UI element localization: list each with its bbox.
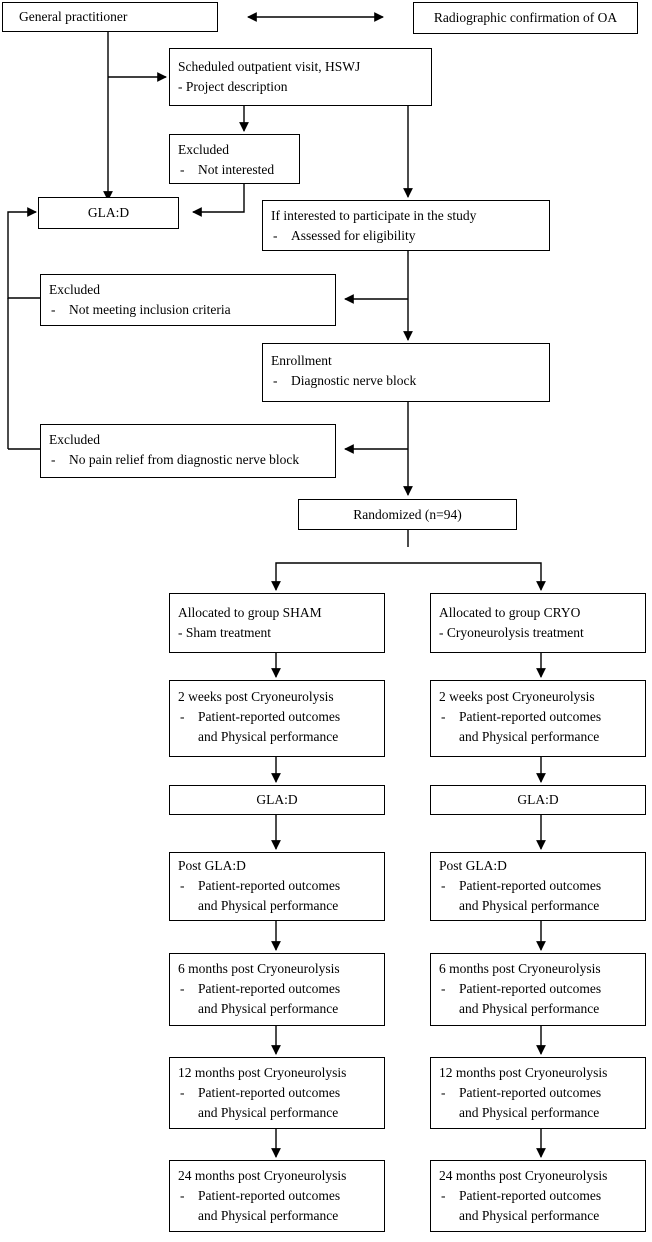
box-cryo-glad: GLA:D bbox=[430, 785, 646, 815]
scheduled-title: Scheduled outpatient visit, HSWJ bbox=[178, 59, 361, 74]
sham-24months-line1: Patient-reported outcomes bbox=[178, 1186, 376, 1206]
excluded2-title: Excluded bbox=[49, 282, 100, 297]
cryo-2weeks-line1: Patient-reported outcomes bbox=[439, 707, 637, 727]
box-sham-allocated: Allocated to group SHAM - Sham treatment bbox=[169, 593, 385, 653]
radiographic-title: Radiographic confirmation of OA bbox=[433, 10, 618, 25]
cryo-12months-line2: and Physical performance bbox=[459, 1105, 600, 1120]
box-excluded-not-interested: Excluded Not interested bbox=[169, 134, 300, 184]
box-sham-post-glad: Post GLA:D Patient-reported outcomes and… bbox=[169, 852, 385, 921]
sham-12months-title: 12 months post Cryoneurolysis bbox=[178, 1065, 347, 1080]
cryo-6months-line1: Patient-reported outcomes bbox=[439, 979, 637, 999]
arrow-feedback-glad bbox=[7, 207, 40, 299]
box-cryo-2weeks: 2 weeks post Cryoneurolysis Patient-repo… bbox=[430, 680, 646, 757]
sham-post-glad-title: Post GLA:D bbox=[178, 858, 246, 873]
arrow-excluded1-glad bbox=[192, 184, 245, 217]
enrollment-title: Enrollment bbox=[271, 353, 332, 368]
box-cryo-6months: 6 months post Cryoneurolysis Patient-rep… bbox=[430, 953, 646, 1026]
excluded3-title: Excluded bbox=[49, 432, 100, 447]
cryo-24months-line2: and Physical performance bbox=[459, 1208, 600, 1223]
scheduled-item: - Project description bbox=[178, 79, 288, 94]
cryo-post-glad-line2: and Physical performance bbox=[459, 898, 600, 913]
excluded2-item: Not meeting inclusion criteria bbox=[49, 300, 327, 320]
cryo-24months-line1: Patient-reported outcomes bbox=[439, 1186, 637, 1206]
cryo-6months-title: 6 months post Cryoneurolysis bbox=[439, 961, 601, 976]
box-sham-2weeks: 2 weeks post Cryoneurolysis Patient-repo… bbox=[169, 680, 385, 757]
gp-title: General practitioner bbox=[19, 9, 128, 24]
box-sham-24months: 24 months post Cryoneurolysis Patient-re… bbox=[169, 1160, 385, 1232]
cryo-post-glad-title: Post GLA:D bbox=[439, 858, 507, 873]
box-cryo-12months: 12 months post Cryoneurolysis Patient-re… bbox=[430, 1057, 646, 1129]
box-sham-12months: 12 months post Cryoneurolysis Patient-re… bbox=[169, 1057, 385, 1129]
sham-post-glad-line2: and Physical performance bbox=[198, 898, 339, 913]
arrow-to-sham bbox=[271, 562, 408, 591]
box-cryo-24months: 24 months post Cryoneurolysis Patient-re… bbox=[430, 1160, 646, 1232]
cryo-24months-title: 24 months post Cryoneurolysis bbox=[439, 1168, 608, 1183]
cryo-6months-line2: and Physical performance bbox=[459, 1001, 600, 1016]
box-sham-6months: 6 months post Cryoneurolysis Patient-rep… bbox=[169, 953, 385, 1026]
box-randomized: Randomized (n=94) bbox=[298, 499, 517, 530]
box-sham-glad: GLA:D bbox=[169, 785, 385, 815]
sham-glad-title: GLA:D bbox=[256, 792, 298, 807]
cryo-2weeks-title: 2 weeks post Cryoneurolysis bbox=[439, 689, 595, 704]
box-excluded-nerve-block: Excluded No pain relief from diagnostic … bbox=[40, 424, 336, 478]
sham-allocated-title: Allocated to group SHAM bbox=[178, 605, 322, 620]
cryo-glad-title: GLA:D bbox=[517, 792, 559, 807]
sham-post-glad-line1: Patient-reported outcomes bbox=[178, 876, 376, 896]
cryo-allocated-item: - Cryoneurolysis treatment bbox=[439, 625, 584, 640]
sham-12months-line2: and Physical performance bbox=[198, 1105, 339, 1120]
randomized-title: Randomized (n=94) bbox=[353, 506, 462, 522]
sham-allocated-item: - Sham treatment bbox=[178, 625, 271, 640]
cryo-12months-title: 12 months post Cryoneurolysis bbox=[439, 1065, 608, 1080]
cryo-allocated-title: Allocated to group CRYO bbox=[439, 605, 581, 620]
box-enrollment: Enrollment Diagnostic nerve block bbox=[262, 343, 550, 402]
interested-item: Assessed for eligibility bbox=[271, 226, 541, 246]
excluded1-title: Excluded bbox=[178, 142, 229, 157]
sham-2weeks-title: 2 weeks post Cryoneurolysis bbox=[178, 689, 334, 704]
sham-12months-line1: Patient-reported outcomes bbox=[178, 1083, 376, 1103]
cryo-post-glad-line1: Patient-reported outcomes bbox=[439, 876, 637, 896]
sham-6months-title: 6 months post Cryoneurolysis bbox=[178, 961, 340, 976]
box-general-practitioner: General practitioner bbox=[2, 2, 218, 32]
box-cryo-post-glad: Post GLA:D Patient-reported outcomes and… bbox=[430, 852, 646, 921]
sham-2weeks-line2: and Physical performance bbox=[198, 729, 339, 744]
sham-6months-line2: and Physical performance bbox=[198, 1001, 339, 1016]
sham-2weeks-line1: Patient-reported outcomes bbox=[178, 707, 376, 727]
enrollment-item: Diagnostic nerve block bbox=[271, 371, 541, 391]
box-scheduled-visit: Scheduled outpatient visit, HSWJ - Proje… bbox=[169, 48, 432, 106]
sham-24months-line2: and Physical performance bbox=[198, 1208, 339, 1223]
sham-6months-line1: Patient-reported outcomes bbox=[178, 979, 376, 999]
cryo-12months-line1: Patient-reported outcomes bbox=[439, 1083, 637, 1103]
box-radiographic-confirmation: Radiographic confirmation of OA bbox=[413, 2, 638, 34]
box-interested: If interested to participate in the stud… bbox=[262, 200, 550, 251]
interested-title: If interested to participate in the stud… bbox=[271, 208, 477, 223]
box-excluded-inclusion: Excluded Not meeting inclusion criteria bbox=[40, 274, 336, 326]
excluded1-item: Not interested bbox=[178, 160, 291, 180]
excluded3-item: No pain relief from diagnostic nerve blo… bbox=[49, 450, 327, 470]
glad-top-title: GLA:D bbox=[87, 205, 130, 220]
cryo-2weeks-line2: and Physical performance bbox=[459, 729, 600, 744]
box-glad-top: GLA:D bbox=[38, 197, 179, 229]
sham-24months-title: 24 months post Cryoneurolysis bbox=[178, 1168, 347, 1183]
box-cryo-allocated: Allocated to group CRYO - Cryoneurolysis… bbox=[430, 593, 646, 653]
arrow-to-cryo bbox=[408, 562, 546, 591]
